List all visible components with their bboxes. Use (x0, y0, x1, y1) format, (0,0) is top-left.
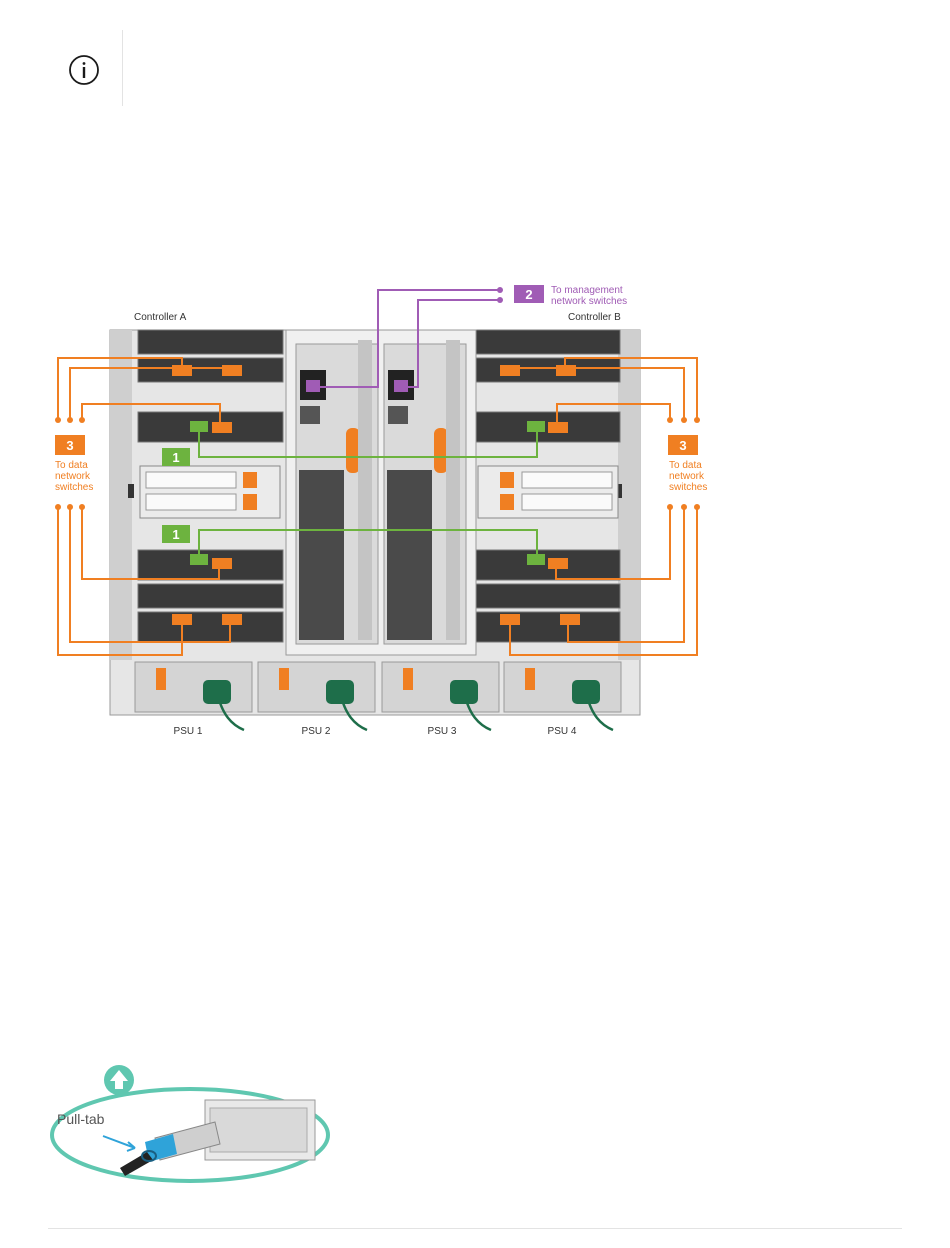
callout-2-line1: To management (551, 285, 623, 296)
callout-2-number: 2 (525, 287, 532, 302)
callout-3-number-left: 3 (66, 438, 73, 453)
psu-2-label: PSU 2 (302, 726, 331, 737)
controller-modules (286, 330, 476, 655)
callout-3-line2-right: network (669, 471, 705, 482)
info-icon (68, 54, 100, 86)
callout-3-number-right: 3 (679, 438, 686, 453)
note-divider (122, 30, 123, 106)
pull-tab-illustration: Pull-tab (45, 1060, 335, 1185)
callout-2-line2: network switches (551, 296, 627, 307)
controller-b-modules (475, 330, 620, 642)
controller-b-label: Controller B (568, 312, 621, 323)
callout-1-number-bottom: 1 (172, 527, 179, 542)
footer-divider (48, 1228, 902, 1229)
controller-a-modules (138, 330, 283, 642)
callout-3-line3-right: switches (669, 482, 707, 493)
psu-1-label: PSU 1 (174, 726, 203, 737)
psu-3-label: PSU 3 (428, 726, 457, 737)
callout-3-line3-left: switches (55, 482, 93, 493)
callout-3-line1-right: To data (669, 460, 702, 471)
psu-4-label: PSU 4 (548, 726, 577, 737)
callout-3-line2-left: network (55, 471, 91, 482)
callout-1-number-top: 1 (172, 450, 179, 465)
callout-3-line1-left: To data (55, 460, 88, 471)
cabling-diagram: Controller A Controller B 2 To managemen… (0, 270, 950, 750)
pull-tab-label: Pull-tab (57, 1111, 105, 1127)
controller-a-label: Controller A (134, 312, 187, 323)
